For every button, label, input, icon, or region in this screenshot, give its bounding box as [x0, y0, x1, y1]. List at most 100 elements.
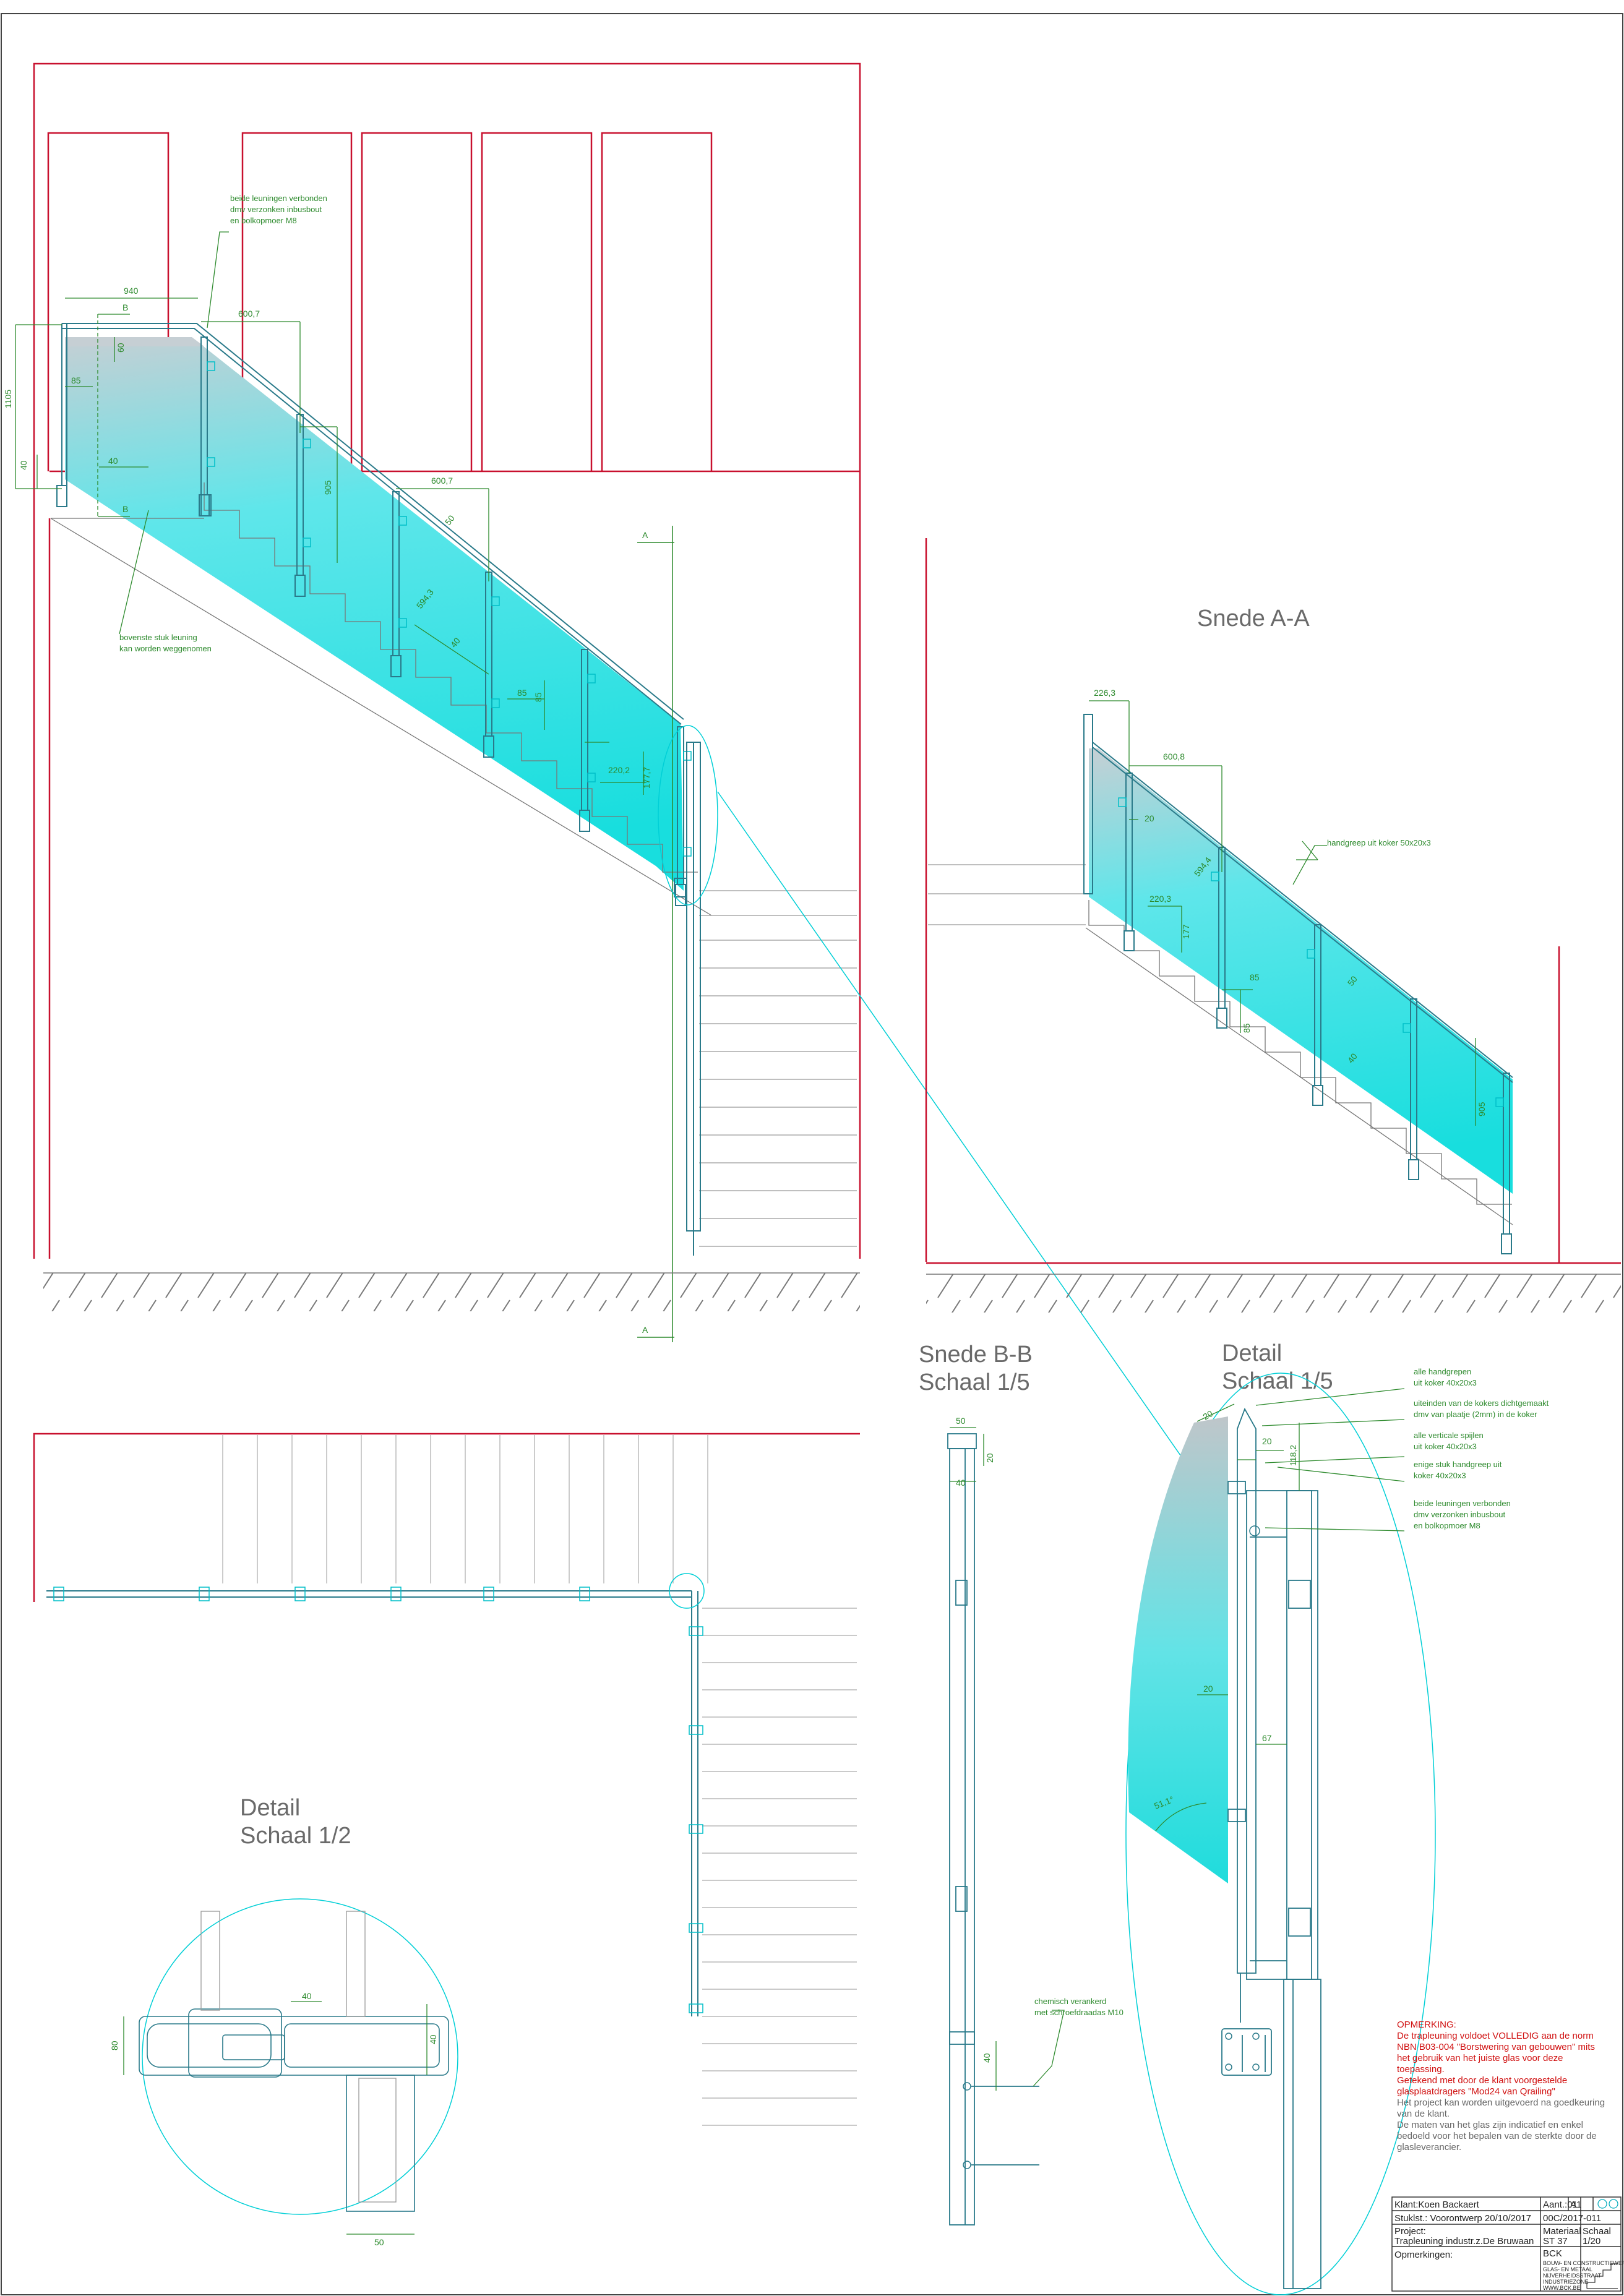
base-plate: [390, 655, 402, 677]
ground-hatch: [43, 1273, 860, 1311]
bb-dim-40-top: 40: [956, 1478, 966, 1488]
dim-1105: 1105: [3, 390, 13, 408]
glass-clamp: [491, 698, 500, 708]
d15-note-3: alle verticale spijlen uit koker 40x20x3: [1414, 1431, 1485, 1451]
d15-note-2: uiteinden van de kokers dichtgemaakt dmv…: [1414, 1399, 1551, 1419]
aa-note-handrail: handgreep uit koker 50x20x3: [1327, 838, 1431, 847]
d12-dim-50: 50: [374, 2237, 384, 2247]
base-plate: [483, 735, 494, 758]
glass-clamp: [1211, 872, 1219, 881]
section-aa: Snede A-A: [925, 538, 1621, 1313]
plan-post: [199, 1587, 210, 1601]
d15-dim-118-2: 118,2: [1288, 1445, 1298, 1466]
cut-line-b: B B: [97, 302, 130, 517]
detail-12-circle: [142, 1898, 458, 2215]
tb-project-label: Project:: [1394, 2226, 1426, 2237]
plan-post: [689, 1626, 703, 1636]
plan-handrail: [46, 1590, 698, 2016]
glass-clamp: [398, 618, 407, 628]
spindle: [1403, 998, 1419, 1180]
cut-a-top-label: A: [642, 530, 648, 540]
aa-dim-905: 905: [1477, 1102, 1487, 1116]
bb-dim-50: 50: [956, 1416, 966, 1426]
tb-sheet: A1: [1570, 2200, 1581, 2210]
detail-leader-line: [717, 791, 1188, 1467]
tb-material-label: Materiaal: [1543, 2226, 1581, 2237]
dim-85-left: 85: [71, 375, 81, 385]
dim-85-b: 85: [533, 692, 543, 702]
detail-15-glass: [1128, 1416, 1228, 1883]
base-plate: [294, 575, 306, 597]
tb-logo-icon: [1586, 2263, 1618, 2289]
aa-dim-20: 20: [1145, 813, 1154, 823]
plan-post: [579, 1587, 590, 1601]
section-aa-glass: [1089, 748, 1513, 1194]
glass-clamp: [1307, 949, 1315, 959]
tb-material-value: ST 37: [1543, 2236, 1568, 2247]
dim-905: 905: [323, 480, 333, 495]
plan-post: [689, 2003, 703, 2013]
tb-project-name: Trapleuning industr.z.De Bruwaan: [1394, 2236, 1534, 2247]
glass-panel: [65, 337, 684, 891]
note-removable-top: bovenste stuk leuning kan worden weggeno…: [119, 633, 212, 653]
dim-940: 940: [124, 286, 139, 296]
title-block: Klant:Koen Backaert Aant.:01 A1 Stuklst.…: [1391, 2196, 1624, 2292]
spindle: [390, 491, 407, 677]
base-plate: [1123, 930, 1135, 951]
glass-clamp: [1118, 797, 1127, 807]
handrail: [61, 323, 684, 725]
base-plate: [1501, 1233, 1512, 1254]
base-plate: [1312, 1085, 1323, 1106]
detail-12-title: Detail Schaal 1/2: [240, 1795, 351, 1849]
tb-number: 00C/2017-011: [1543, 2213, 1601, 2224]
base-plate: [675, 884, 686, 906]
aa-dim-85-a: 85: [1250, 972, 1260, 982]
dim-600-7-mid: 600,7: [431, 476, 453, 486]
glass-clamp: [303, 538, 311, 547]
tb-remarks-label: Opmerkingen:: [1394, 2250, 1453, 2260]
dim-40-mid: 40: [108, 456, 118, 466]
remark-text: OPMERKING: De trapleuning voldoet VOLLED…: [1397, 2020, 1607, 2152]
plan-post: [483, 1587, 494, 1601]
d15-dim-20-b: 20: [1262, 1436, 1272, 1446]
bb-dim-20: 20: [985, 1453, 995, 1463]
dim-40-left: 40: [19, 460, 28, 470]
section-aa-ground-hatch: [926, 1274, 1621, 1313]
spindle: [1307, 924, 1323, 1106]
end-post: [674, 742, 701, 1256]
base-plate: [56, 485, 67, 507]
plan-post: [689, 1824, 703, 1834]
d15-note-1: alle handgrepen uit koker 40x20x3: [1414, 1367, 1477, 1387]
plan-post: [390, 1587, 402, 1601]
detail-scale-1-5: Detail Schaal 1/5: [1125, 1340, 1551, 2295]
base-plate: [1408, 1159, 1419, 1180]
remark-box: OPMERKING: De trapleuning voldoet VOLLED…: [1397, 2020, 1607, 2152]
dim-600-7-top: 600,7: [238, 309, 260, 319]
glass-clamp: [587, 674, 596, 683]
d12-dim-40-right: 40: [428, 2034, 438, 2044]
spindle: [579, 649, 596, 832]
sheet-border: [1, 13, 1623, 2295]
tb-projection-icon: [1597, 2199, 1618, 2209]
aa-dim-220-3: 220,3: [1149, 894, 1171, 904]
d15-dim-67: 67: [1262, 1733, 1272, 1743]
aa-dim-600-8: 600,8: [1163, 752, 1185, 761]
plan-view: [33, 1433, 860, 2126]
d15-dim-20-mid: 20: [1203, 1684, 1213, 1694]
d15-dim-20-top: 20: [1201, 1408, 1215, 1422]
cut-b-bottom-label: B: [122, 504, 128, 514]
d12-dim-80: 80: [110, 2041, 119, 2050]
glass-clamp: [207, 361, 215, 371]
aa-dim-177: 177: [1181, 924, 1191, 939]
d15-note-5: beide leuningen verbonden dmv verzonken …: [1414, 1499, 1513, 1530]
main-elevation: A A B B: [3, 62, 1188, 1467]
glass-clamp: [587, 773, 596, 782]
stair-steps: [50, 482, 712, 916]
note-bolt-connection: beide leuningen verbonden dmv verzonken …: [230, 194, 329, 225]
wall-outline: [33, 62, 861, 1259]
section-bb-title: Snede B-B Schaal 1/5: [919, 1342, 1039, 1395]
section-bb: Snede B-B Schaal 1/5 50 20 40 40: [919, 1342, 1123, 2225]
cut-a-bottom-label: A: [642, 1325, 648, 1335]
cut-line-a: A A: [637, 526, 674, 1342]
plan-post: [689, 1923, 703, 1933]
